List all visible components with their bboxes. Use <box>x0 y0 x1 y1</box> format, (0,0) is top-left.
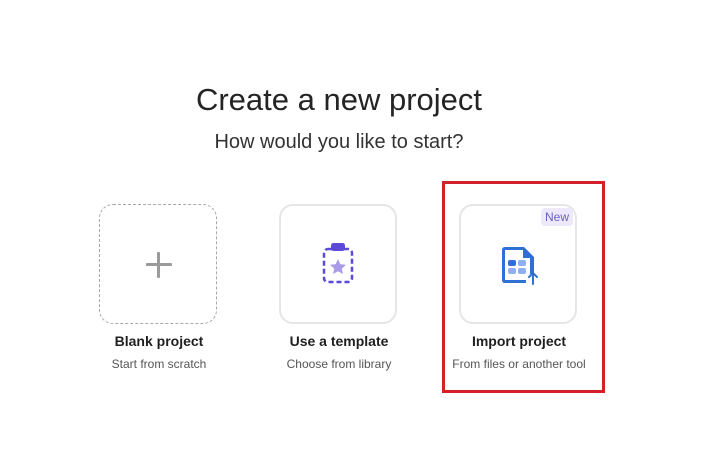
template-option[interactable]: Use a template Choose from library <box>259 204 419 374</box>
template-star-icon <box>322 243 354 284</box>
selection-highlight <box>442 181 605 393</box>
import-project-label: Import project <box>471 333 567 349</box>
blank-project-description: Start from scratch <box>111 357 207 371</box>
import-project-card[interactable]: New <box>459 204 577 324</box>
blank-project-card[interactable] <box>99 204 217 324</box>
template-card[interactable] <box>279 204 397 324</box>
blank-project-label: Blank project <box>114 333 204 349</box>
import-project-description: From files or another tool <box>452 357 586 371</box>
blank-project-option[interactable]: Blank project Start from scratch <box>79 204 239 374</box>
import-project-option[interactable]: New Import project From files or another… <box>439 204 599 374</box>
plus-icon <box>146 252 172 278</box>
template-label: Use a template <box>289 333 389 349</box>
import-file-icon <box>502 247 538 285</box>
new-badge: New <box>540 208 573 226</box>
page-title: Create a new project <box>195 82 483 117</box>
template-description: Choose from library <box>286 357 392 371</box>
page-subtitle: How would you like to start? <box>214 131 464 153</box>
